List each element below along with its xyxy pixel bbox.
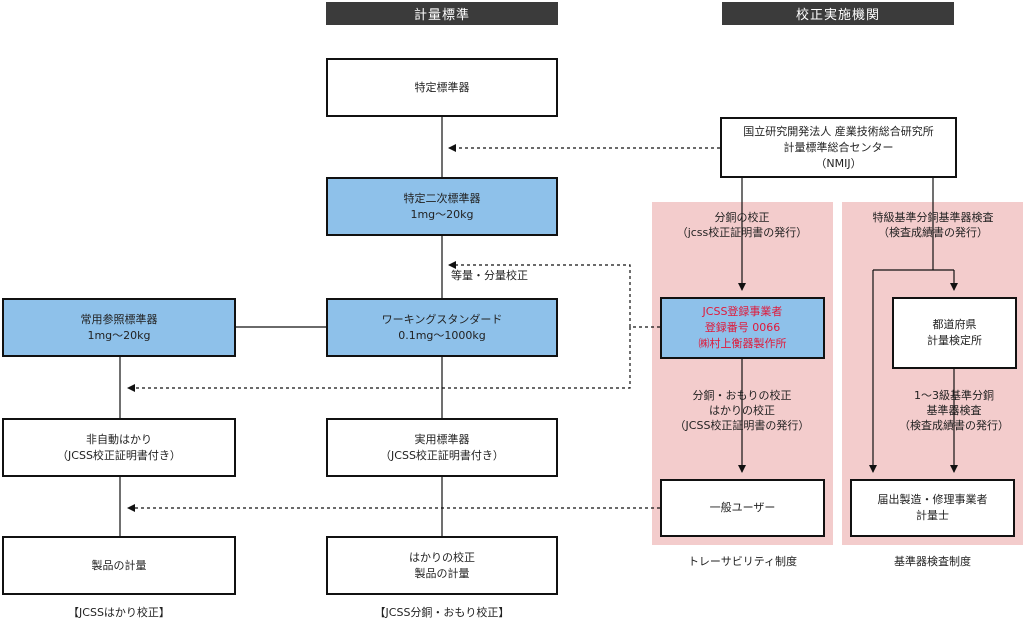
- box-line: 届出製造・修理事業者: [877, 493, 988, 506]
- box-line: （JCSS校正証明書付き）: [57, 448, 181, 462]
- label-fundo-kosei: 分銅の校正 （jcss校正証明書の発行）: [662, 210, 822, 240]
- box-line: ワーキングスタンダード: [381, 312, 503, 326]
- box-line: 計量士: [916, 509, 949, 522]
- box-line: 0.1mg～1000kg: [398, 328, 486, 342]
- box-tokutei-hyojunki: 特定標準器: [326, 58, 558, 117]
- box-line: 計量標準総合センター: [783, 140, 894, 154]
- label-toryo-bunryo: 等量・分量校正: [451, 269, 528, 282]
- box-line: 国立研究開発法人 産業技術総合研究所: [743, 124, 934, 138]
- label-line: 分銅・おもりの校正: [692, 389, 792, 402]
- box-todofuken: 都道府県 計量検定所: [892, 297, 1017, 369]
- box-line: 非自動はかり: [86, 432, 152, 446]
- box-line: 計量検定所: [927, 334, 982, 347]
- box-line: はかりの校正: [409, 550, 475, 564]
- label-jcss-fundo: 【JCSS分銅・おもり校正】: [374, 606, 510, 619]
- label-1-3kyu-kensa: 1～3級基準分銅 基準器検査 （検査成績書の発行）: [874, 388, 1024, 433]
- box-line: （JCSS校正証明書付き）: [380, 448, 504, 462]
- box-nmij: 国立研究開発法人 産業技術総合研究所 計量標準総合センター （NMIJ）: [720, 117, 957, 178]
- box-line: JCSS登録事業者: [702, 305, 783, 318]
- label-line: （JCSS校正証明書の発行）: [674, 419, 810, 432]
- label-kijunki-kensa: 基準器検査制度: [894, 555, 971, 568]
- box-line: 常用参照標準器: [80, 312, 158, 326]
- box-line: 1mg～20kg: [87, 328, 151, 342]
- label-line: はかりの校正: [709, 404, 775, 417]
- box-line: 登録番号 0066: [704, 321, 781, 334]
- box-hakari-kosei-seihin: はかりの校正 製品の計量: [326, 536, 558, 595]
- label-line: 1～3級基準分銅: [914, 389, 994, 402]
- box-line: 1mg～20kg: [410, 207, 474, 221]
- box-hijido-hakari: 非自動はかり （JCSS校正証明書付き）: [2, 418, 236, 477]
- label-line: （検査成績書の発行）: [878, 226, 988, 239]
- box-jitsuyo-hyojunki: 実用標準器 （JCSS校正証明書付き）: [326, 418, 558, 477]
- box-jcss-toroku-jigyosha: JCSS登録事業者 登録番号 0066 ㈱村上衡器製作所: [660, 297, 825, 359]
- header-calibration: 校正実施機関: [722, 2, 954, 25]
- box-line: 製品の計量: [91, 558, 147, 572]
- label-tokkyu-kensa: 特級基準分銅基準器検査 （検査成績書の発行）: [848, 210, 1018, 240]
- box-line: 特定二次標準器: [403, 191, 481, 205]
- label-jcss-hakari: 【JCSSはかり校正】: [68, 606, 170, 619]
- label-line: （jcss校正証明書の発行）: [676, 226, 808, 239]
- box-line: 特定標準器: [414, 80, 470, 94]
- label-line: 分銅の校正: [714, 211, 770, 224]
- label-fundo-omori-kosei: 分銅・おもりの校正 はかりの校正 （JCSS校正証明書の発行）: [662, 388, 822, 433]
- box-ippan-user: 一般ユーザー: [660, 479, 825, 537]
- label-line: 基準器検査: [926, 404, 982, 417]
- box-joyo-sansho-hyojunki: 常用参照標準器 1mg～20kg: [2, 298, 236, 357]
- header-standards: 計量標準: [326, 2, 558, 25]
- box-line: ㈱村上衡器製作所: [698, 337, 787, 350]
- box-line: 一般ユーザー: [709, 501, 776, 514]
- box-line: （NMIJ）: [815, 156, 862, 170]
- box-seihin-keiryo: 製品の計量: [2, 536, 236, 595]
- label-line: （検査成績書の発行）: [899, 419, 1009, 432]
- box-tokutei-niji-hyojunki: 特定二次標準器 1mg～20kg: [326, 177, 558, 236]
- label-traceability: トレーサビリティ制度: [687, 555, 798, 568]
- box-line: 都道府県: [932, 318, 977, 331]
- box-working-standard: ワーキングスタンダード 0.1mg～1000kg: [326, 298, 558, 357]
- box-line: 実用標準器: [414, 432, 470, 446]
- box-todokede-jigyosha: 届出製造・修理事業者 計量士: [850, 479, 1015, 537]
- box-line: 製品の計量: [414, 566, 470, 580]
- label-line: 特級基準分銅基準器検査: [872, 211, 994, 224]
